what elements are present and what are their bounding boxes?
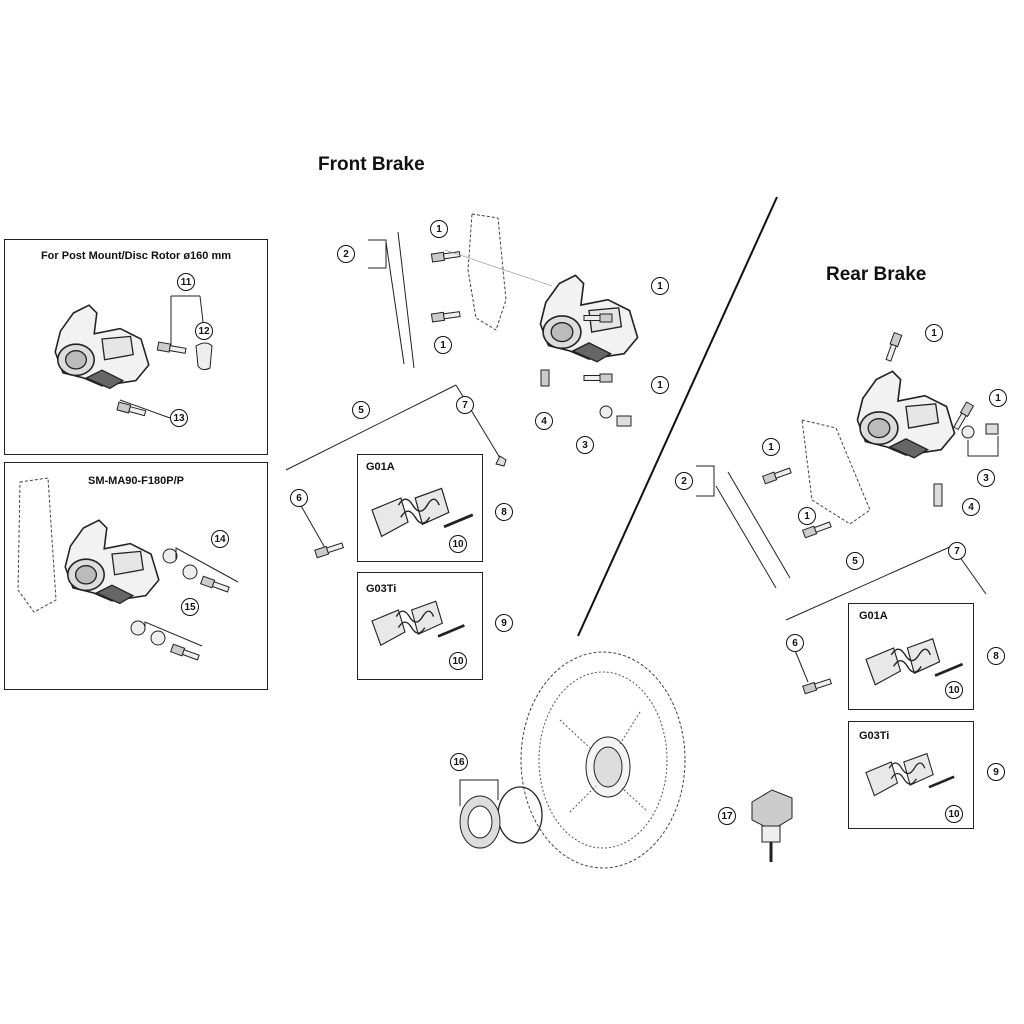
callout-rear-2: 2 [675,472,693,490]
callout-front-1c: 1 [434,336,452,354]
callout-front-1d: 1 [651,376,669,394]
rear-pad-g01a-label: G01A [859,610,888,622]
callout-rear-6: 6 [786,634,804,652]
post-mount-box-title: For Post Mount/Disc Rotor ø160 mm [40,250,232,262]
callout-rear-1c: 1 [762,438,780,456]
rear-pad-g01a-box: G01A [848,603,974,710]
callout-front-3: 3 [576,436,594,454]
adapter-box: SM-MA90-F180P/P [4,462,268,690]
rear-pad-g03ti-label: G03Ti [859,730,890,742]
callout-front-6: 6 [290,489,308,507]
callout-rear-4: 4 [962,498,980,516]
callout-rear-10b: 10 [945,805,963,823]
callout-front-10a: 10 [449,535,467,553]
callout-front-8: 8 [495,503,513,521]
callout-rear-7: 7 [948,542,966,560]
callout-15: 15 [181,598,199,616]
front-brake-title: Front Brake [318,154,425,175]
callout-rear-1a: 1 [925,324,943,342]
callout-rear-8: 8 [987,647,1005,665]
callout-16: 16 [450,753,468,771]
rear-pad-g03ti-box: G03Ti [848,721,974,829]
front-pad-g03ti-box: G03Ti [357,572,483,680]
callout-17: 17 [718,807,736,825]
callout-front-10b: 10 [449,652,467,670]
callout-front-9: 9 [495,614,513,632]
front-pad-g01a-box: G01A [357,454,483,562]
callout-front-1a: 1 [430,220,448,238]
front-pad-g03ti-label: G03Ti [366,583,397,595]
callout-rear-3: 3 [977,469,995,487]
adapter-box-title: SM-MA90-F180P/P [88,475,184,487]
callout-11: 11 [177,273,195,291]
callout-front-7: 7 [456,396,474,414]
callout-rear-1d: 1 [798,507,816,525]
callout-13: 13 [170,409,188,427]
callout-front-4: 4 [535,412,553,430]
callout-front-2: 2 [337,245,355,263]
callout-front-5: 5 [352,401,370,419]
callout-rear-1b: 1 [989,389,1007,407]
callout-12: 12 [195,322,213,340]
callout-rear-10a: 10 [945,681,963,699]
callout-14: 14 [211,530,229,548]
post-mount-box: For Post Mount/Disc Rotor ø160 mm [4,239,268,455]
callout-rear-5: 5 [846,552,864,570]
callout-rear-9: 9 [987,763,1005,781]
callout-front-1b: 1 [651,277,669,295]
rear-brake-title: Rear Brake [826,264,927,285]
front-pad-g01a-label: G01A [366,461,395,473]
